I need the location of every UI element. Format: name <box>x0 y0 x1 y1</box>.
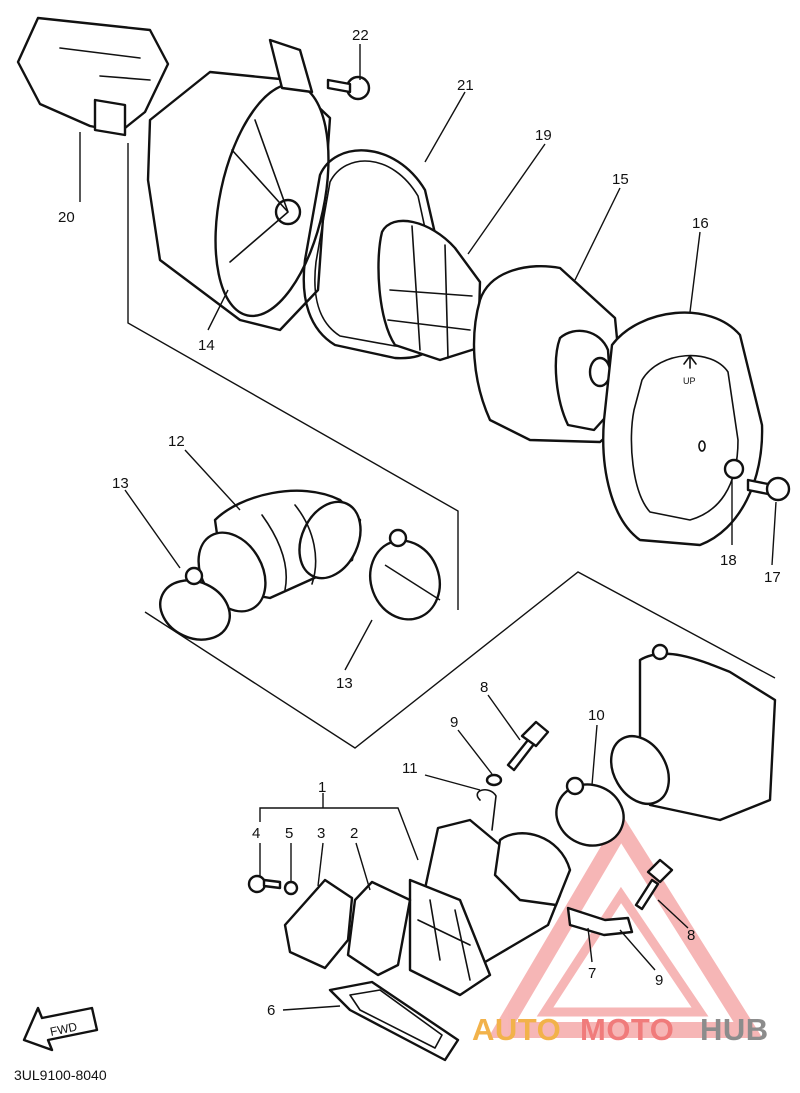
filter-cover-part: UP <box>602 311 764 547</box>
leader-lines <box>79 44 777 1011</box>
watermark-hub: HUB <box>700 1012 769 1047</box>
fwd-arrow-icon: FWD <box>22 1006 99 1052</box>
clamp-13b-part <box>369 528 441 621</box>
callout-12: 12 <box>168 433 185 450</box>
reed-valve-assembly-part <box>408 818 572 997</box>
gasket-6-part <box>328 980 460 1062</box>
callout-21: 21 <box>457 77 474 94</box>
joint-part <box>197 489 362 613</box>
washer-18-part <box>723 458 745 480</box>
clamp-10-part <box>555 776 625 847</box>
spring-11-part <box>476 788 497 831</box>
callout-15: 15 <box>612 171 629 188</box>
callout-9a: 9 <box>450 714 458 731</box>
callout-8a: 8 <box>480 679 488 696</box>
up-label: UP <box>683 376 696 386</box>
callout-3a: 3 <box>317 825 325 842</box>
callout-2: 2 <box>350 825 358 842</box>
filter-guide-part <box>377 219 482 362</box>
washer-5-part <box>283 880 299 896</box>
callout-17: 17 <box>764 569 781 586</box>
screw-4-part <box>247 874 282 894</box>
callout-1: 1 <box>318 779 326 796</box>
screw-22-part <box>326 75 371 101</box>
callout-18: 18 <box>720 552 737 569</box>
assembly-outline-upper <box>127 143 459 610</box>
fwd-label: FWD <box>49 1019 79 1038</box>
callout-16: 16 <box>692 215 709 232</box>
callout-4: 4 <box>252 825 260 842</box>
callout-13b: 13 <box>336 675 353 692</box>
callout-20: 20 <box>58 209 75 226</box>
watermark-moto: MOTO <box>580 1012 674 1047</box>
reed-2-part <box>346 880 412 977</box>
watermark-text: AUTO MOTO HUB <box>472 1012 769 1047</box>
callout-labels: 22 21 19 15 16 20 14 12 13 13 18 17 8 9 … <box>58 27 781 1019</box>
diagram-code: 3UL9100-8040 <box>14 1067 107 1083</box>
callout-7a: 7 <box>588 965 596 982</box>
clamp-13a-part <box>159 566 231 641</box>
callout-22: 22 <box>352 27 369 44</box>
washer-9a-part <box>485 773 503 787</box>
stopper-3-part <box>283 878 354 970</box>
filter-element-part <box>472 264 627 444</box>
bolt-8a-part <box>506 720 550 772</box>
callout-11: 11 <box>402 760 418 777</box>
callout-5: 5 <box>285 825 293 842</box>
spring-7-part <box>566 906 634 937</box>
callout-19: 19 <box>535 127 552 144</box>
air-duct-part <box>16 16 170 137</box>
callout-13a: 13 <box>112 475 129 492</box>
callout-9b: 9 <box>655 972 663 989</box>
callout-14: 14 <box>198 337 215 354</box>
callout-10: 10 <box>588 707 605 724</box>
carburetor-part <box>609 643 777 822</box>
callout-6: 6 <box>267 1002 275 1019</box>
bolt-8b-part <box>634 858 674 911</box>
watermark-auto: AUTO <box>472 1012 561 1047</box>
callout-8b: 8 <box>687 927 695 944</box>
watermark-triangle <box>488 812 763 1038</box>
assembly-outline-lower <box>144 571 776 749</box>
bolt-17-part <box>746 476 791 502</box>
filter-case-part <box>146 38 332 332</box>
